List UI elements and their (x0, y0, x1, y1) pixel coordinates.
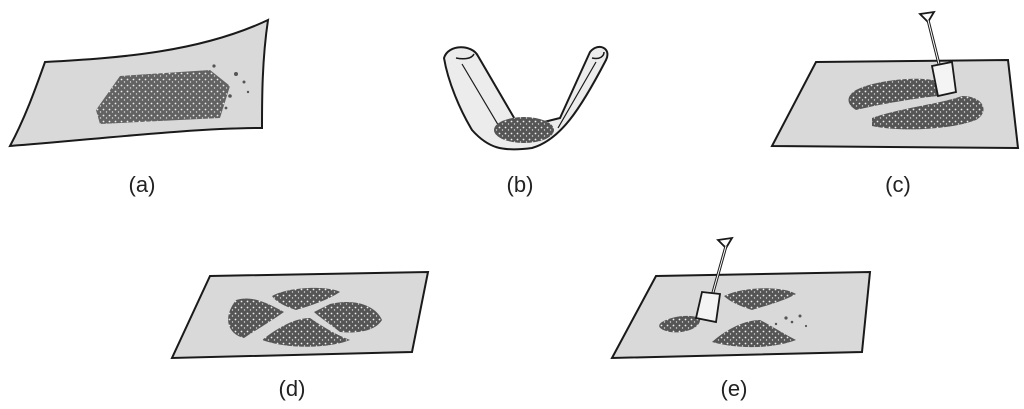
panel-a-label: (a) (112, 172, 172, 198)
panel-b-folded-sheet (444, 47, 607, 149)
panel-e-label: (e) (704, 376, 764, 402)
panel-c-sheet (772, 60, 1018, 148)
panel-a-sheet (10, 20, 268, 146)
panel-d-sheet (172, 272, 428, 358)
panel-b-label: (b) (490, 172, 550, 198)
panel-b-material (494, 117, 554, 143)
panel-c-label: (c) (868, 172, 928, 198)
panel-d-label: (d) (262, 376, 322, 402)
panel-e-sheet (612, 272, 870, 358)
